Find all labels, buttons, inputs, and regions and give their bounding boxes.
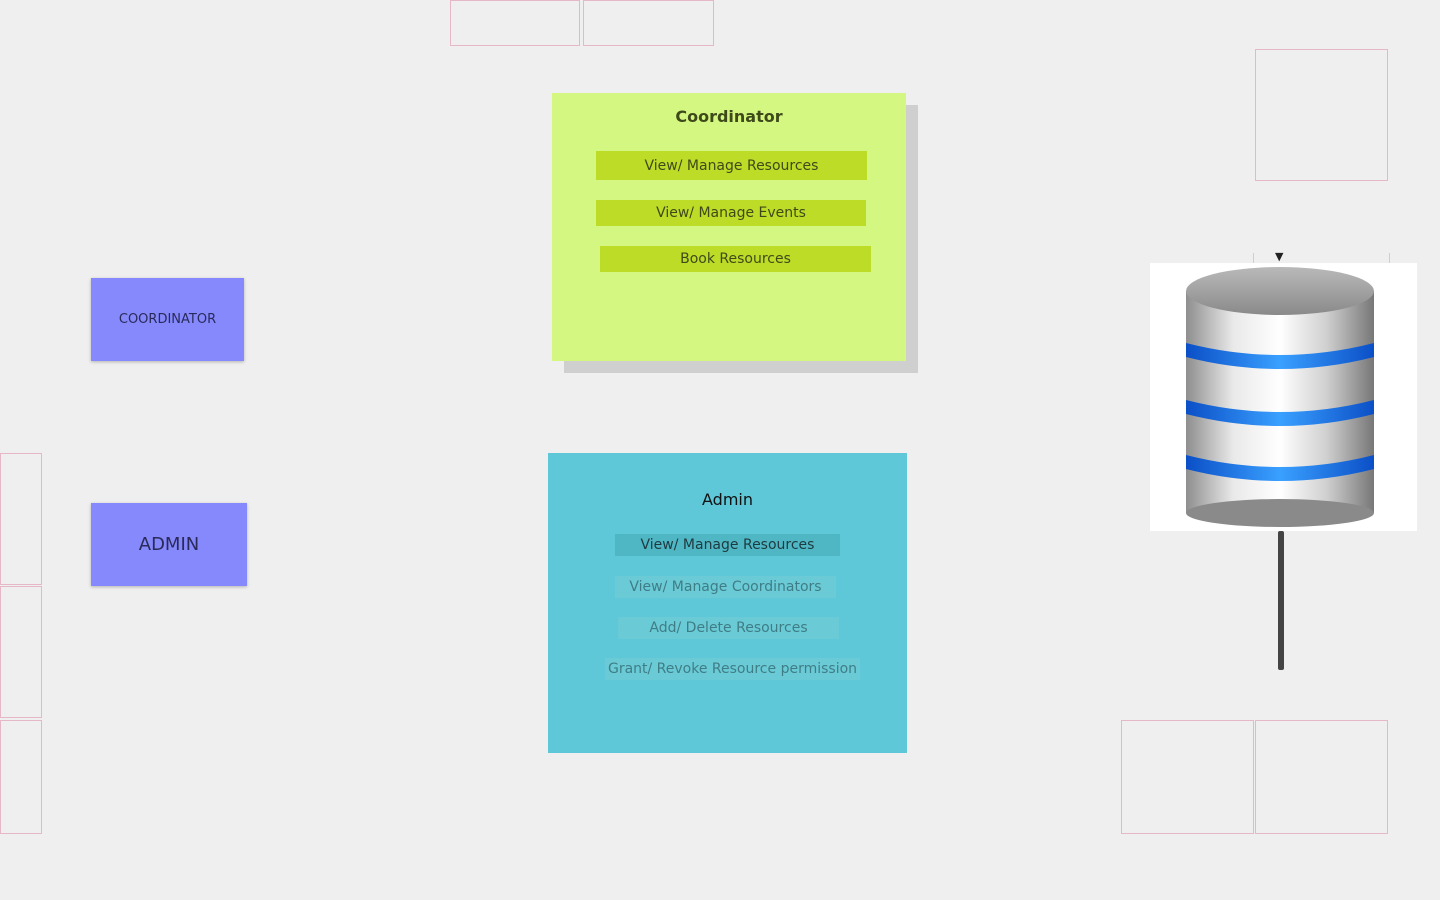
empty-frame — [583, 0, 714, 46]
coordinator-role-box[interactable]: COORDINATOR — [91, 278, 244, 361]
connector-tick — [1389, 253, 1390, 263]
empty-frame — [450, 0, 580, 46]
arrow-down-icon: ▼ — [1275, 250, 1284, 263]
admin-item-manage-resources[interactable]: View/ Manage Resources — [615, 534, 840, 556]
empty-frame — [0, 586, 42, 718]
empty-frame — [1255, 720, 1388, 834]
empty-frame — [1255, 49, 1388, 181]
admin-item-grant-revoke-permission[interactable]: Grant/ Revoke Resource permission — [605, 658, 860, 680]
connector-line — [1278, 531, 1284, 670]
coordinator-panel[interactable]: Coordinator View/ Manage Resources View/… — [552, 93, 906, 361]
admin-item-manage-coordinators[interactable]: View/ Manage Coordinators — [615, 576, 836, 598]
coordinator-item-manage-events[interactable]: View/ Manage Events — [596, 200, 866, 226]
admin-role-label: ADMIN — [138, 534, 200, 555]
admin-role-box[interactable]: ADMIN — [91, 503, 247, 586]
database-icon — [1186, 267, 1374, 527]
coordinator-item-manage-resources[interactable]: View/ Manage Resources — [596, 151, 867, 180]
empty-frame — [0, 453, 42, 585]
admin-panel-title: Admin — [702, 490, 753, 509]
empty-frame — [1121, 720, 1254, 834]
coordinator-role-label: COORDINATOR — [118, 312, 217, 327]
empty-frame — [0, 720, 42, 834]
database-image — [1150, 263, 1417, 531]
coordinator-item-book-resources[interactable]: Book Resources — [600, 246, 871, 272]
connector-tick — [1253, 253, 1254, 263]
admin-panel[interactable]: Admin View/ Manage Resources View/ Manag… — [548, 453, 907, 753]
admin-item-add-delete-resources[interactable]: Add/ Delete Resources — [618, 617, 839, 639]
coordinator-panel-title: Coordinator — [675, 107, 783, 126]
